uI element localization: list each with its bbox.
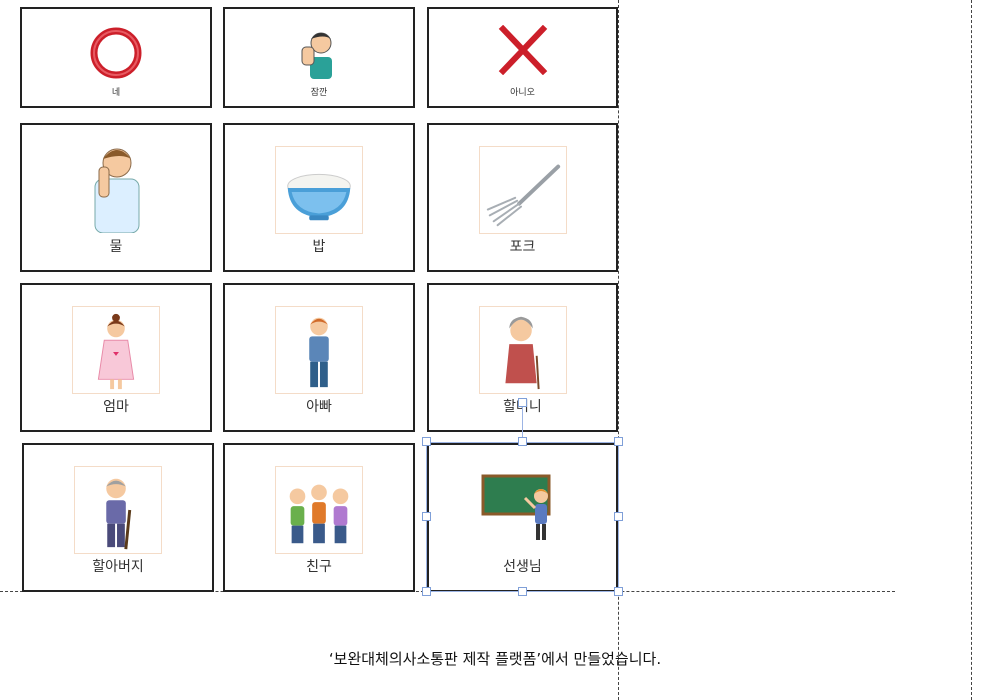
- card-label: 아빠: [306, 399, 332, 415]
- card-label: 물: [109, 239, 123, 255]
- card-rice[interactable]: 밥: [223, 123, 415, 272]
- card-teacher[interactable]: 선생님: [427, 443, 618, 592]
- footer-credit: ‘보완대체의사소통판 제작 플랫폼’에서 만들었습니다.: [328, 650, 662, 668]
- resize-handle-top-left[interactable]: [422, 437, 431, 446]
- x-mark-icon: [497, 25, 549, 75]
- card-yes[interactable]: 네: [20, 7, 212, 108]
- card-label: 엄마: [103, 399, 129, 415]
- card-label: 포크: [509, 239, 536, 255]
- rotation-handle-line: [522, 406, 523, 442]
- fork-icon: [478, 146, 567, 234]
- card-mother[interactable]: 엄마: [20, 283, 212, 432]
- resize-handle-top-right[interactable]: [614, 437, 623, 446]
- rice-bowl-icon: [275, 146, 363, 234]
- card-label: 친구: [306, 559, 332, 575]
- resize-handle-left[interactable]: [422, 512, 431, 521]
- circle-o-icon: [88, 25, 144, 81]
- card-label: 선생님: [503, 559, 542, 575]
- stop-hand-person-icon: [294, 23, 344, 79]
- teacher-icon: [478, 466, 567, 554]
- mother-icon: [72, 306, 160, 394]
- card-label: 잠깐: [310, 88, 328, 98]
- card-grandfather[interactable]: 할아버지: [22, 443, 214, 592]
- card-no[interactable]: 아니오: [427, 7, 618, 108]
- card-water[interactable]: 물: [20, 123, 212, 272]
- grandfather-icon: [74, 466, 162, 554]
- card-label: 할아버지: [92, 559, 144, 575]
- grandmother-icon: [478, 306, 567, 394]
- friends-icon: [275, 466, 363, 554]
- rotate-handle[interactable]: [518, 398, 527, 407]
- card-wait[interactable]: 잠깐: [223, 7, 415, 108]
- page-guide-vertical-middle: [618, 0, 619, 700]
- card-friend[interactable]: 친구: [223, 443, 415, 592]
- resize-handle-top[interactable]: [518, 437, 527, 446]
- resize-handle-bottom[interactable]: [518, 587, 527, 596]
- card-label: 네: [111, 88, 121, 98]
- page-guide-vertical-right: [971, 0, 972, 700]
- father-icon: [275, 306, 363, 394]
- resize-handle-bottom-left[interactable]: [422, 587, 431, 596]
- resize-handle-bottom-right[interactable]: [614, 587, 623, 596]
- card-fork[interactable]: 포크: [427, 123, 618, 272]
- card-label: 밥: [312, 239, 326, 255]
- card-label: 아니오: [510, 88, 535, 98]
- resize-handle-right[interactable]: [614, 512, 623, 521]
- card-father[interactable]: 아빠: [223, 283, 415, 432]
- person-drinking-icon: [81, 141, 151, 233]
